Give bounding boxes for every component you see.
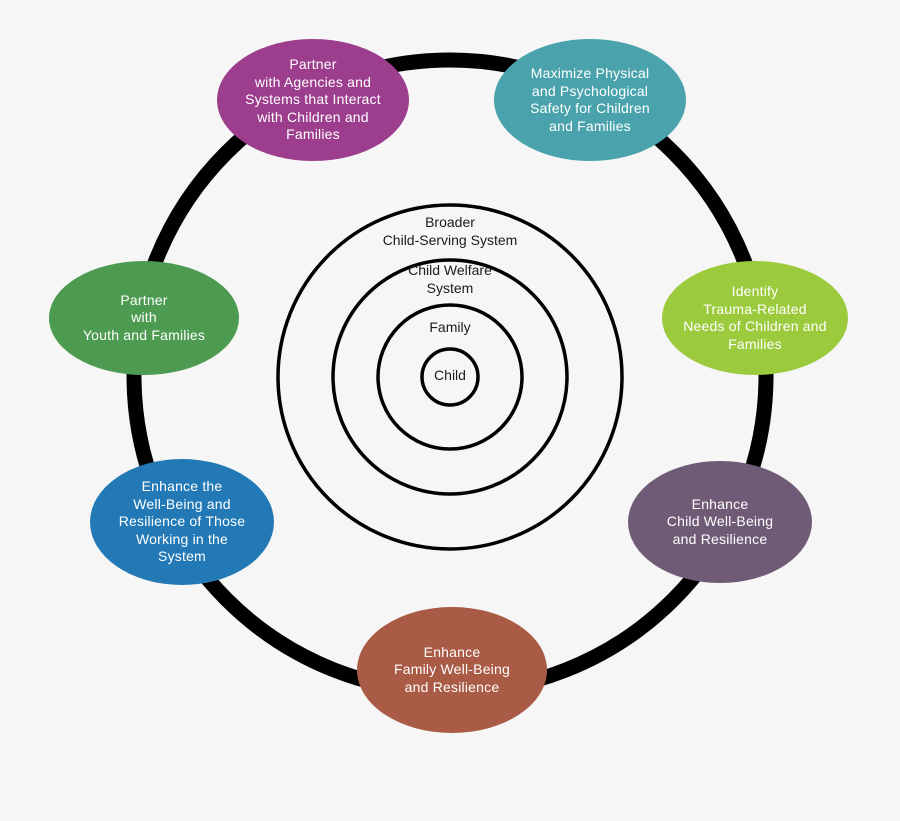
label-child-welfare-system: Child Welfare System <box>408 262 492 296</box>
family-circle <box>376 303 524 451</box>
label-family: Family <box>429 319 471 335</box>
node-maximize-safety-label: Maximize Physical and Psychological Safe… <box>530 65 650 134</box>
node-enhance-family-label: Enhance Family Well-Being and Resilience <box>394 643 510 695</box>
node-enhance-child-label: Enhance Child Well-Being and Resilience <box>666 495 774 547</box>
child-welfare-circle <box>331 258 569 496</box>
node-enhance-family: Enhance Family Well-Being and Resilience <box>357 607 547 733</box>
node-partner-agencies-label: Partner with Agencies and Systems that I… <box>245 56 381 143</box>
node-partner-youth-label: Partner with Youth and Families <box>82 291 206 343</box>
node-identify-needs-label: Identify Trauma-Related Needs of Childre… <box>683 283 827 352</box>
child-circle <box>420 347 480 407</box>
node-partner-agencies: Partner with Agencies and Systems that I… <box>217 39 409 161</box>
label-broader-child-serving-system: Broader Child-Serving System <box>382 214 518 248</box>
node-enhance-workforce: Enhance the Well-Being and Resilience of… <box>90 459 274 585</box>
node-maximize-safety: Maximize Physical and Psychological Safe… <box>494 39 686 161</box>
broader-system-circle <box>276 203 624 551</box>
node-partner-youth: Partner with Youth and Families <box>49 261 239 375</box>
label-child: Child <box>434 367 466 383</box>
node-enhance-child: Enhance Child Well-Being and Resilience <box>628 461 812 583</box>
node-identify-needs: Identify Trauma-Related Needs of Childre… <box>662 261 848 375</box>
node-enhance-workforce-label: Enhance the Well-Being and Resilience of… <box>118 478 246 565</box>
